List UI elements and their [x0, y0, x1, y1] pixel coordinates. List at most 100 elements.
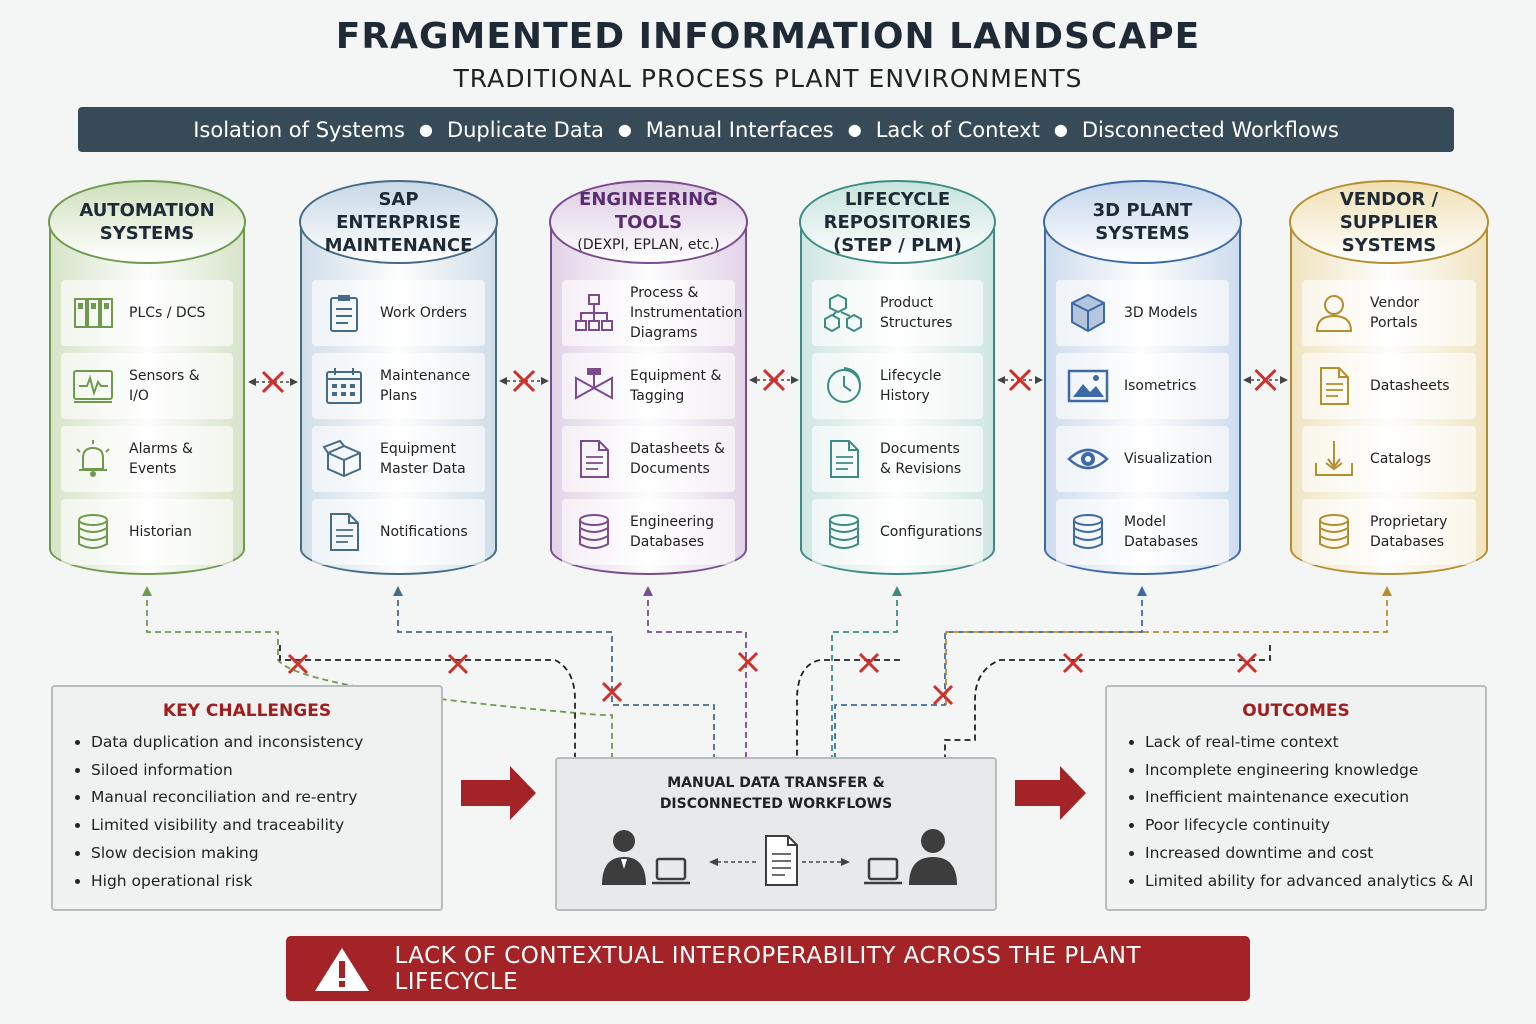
list-item: Inefficient maintenance execution	[1145, 784, 1485, 812]
plc-icon	[71, 291, 115, 335]
silo-item: 3D Models	[1056, 280, 1229, 346]
list-item: Limited ability for advanced analytics &…	[1145, 868, 1485, 896]
key-challenges-panel: KEY CHALLENGES Data duplication and inco…	[51, 685, 443, 911]
silo-title-line: ENTERPRISE	[336, 211, 461, 233]
alarm-bell-icon	[71, 437, 115, 481]
broken-link-cross-icon	[261, 370, 285, 394]
page-subtitle: TRADITIONAL PROCESS PLANT ENVIRONMENTS	[453, 64, 1083, 93]
database-icon	[71, 510, 115, 554]
arrowhead-icon	[248, 378, 256, 386]
bullet-dot: ●	[1053, 120, 1068, 139]
clipboard-icon	[322, 291, 366, 335]
user-icon	[1312, 291, 1356, 335]
key-challenges-title: KEY CHALLENGES	[162, 701, 332, 721]
manual-transfer-box: MANUAL DATA TRANSFER & DISCONNECTED WORK…	[555, 757, 997, 911]
silo-item-label: Configurations	[880, 524, 983, 540]
silo-title-line: LIFECYCLE	[844, 188, 951, 210]
download-tray-icon	[1312, 437, 1356, 481]
person-icon	[602, 830, 646, 885]
silo-item-label: Isometrics	[1124, 378, 1197, 394]
list-item: Siloed information	[91, 757, 441, 785]
silo-item-label: Product Structures	[880, 295, 953, 331]
manual-transfer-illustration	[602, 829, 957, 886]
key-challenges-list: Data duplication and inconsistency Siloe…	[53, 729, 441, 895]
silo-title-line: MAINTENANCE	[324, 234, 473, 256]
document-icon	[765, 835, 798, 886]
image-icon	[1066, 364, 1110, 408]
outcomes-title: OUTCOMES	[1242, 701, 1350, 721]
laptop-icon	[652, 857, 690, 885]
silo-title-line: ENGINEERING	[579, 188, 718, 210]
list-item: Increased downtime and cost	[1145, 840, 1485, 868]
silo-item: Vendor Portals	[1302, 280, 1476, 346]
arrowhead-icon	[997, 376, 1005, 384]
clock-icon	[822, 364, 866, 408]
silo-item: Catalogs	[1302, 426, 1476, 492]
arrowhead-icon	[393, 586, 403, 596]
broken-link-cross-icon	[858, 652, 880, 674]
silo-item-label: Proprietary Databases	[1370, 514, 1448, 550]
database-icon	[572, 510, 616, 554]
silo-item-label: Sensors & I/O	[129, 368, 200, 404]
conclusion-banner: LACK OF CONTEXTUAL INTEROPERABILITY ACRO…	[286, 936, 1250, 1001]
arrowhead-icon	[643, 586, 653, 596]
broken-link-cross-icon	[762, 368, 786, 392]
arrowhead-icon	[1137, 586, 1147, 596]
silo-title-line: VENDOR /	[1339, 188, 1439, 210]
manual-transfer-title-2: DISCONNECTED WORKFLOWS	[659, 796, 893, 812]
silo-item-label: PLCs / DCS	[129, 305, 206, 321]
document-icon	[1312, 364, 1356, 408]
silo-item-label: Catalogs	[1370, 451, 1432, 467]
eye-icon	[1066, 437, 1110, 481]
banner-item: Disconnected Workflows	[1081, 117, 1339, 142]
broken-link-cross-icon	[1008, 368, 1032, 392]
manual-transfer-title: MANUAL DATA TRANSFER &	[667, 775, 885, 791]
silo-title-line: SUPPLIER	[1339, 211, 1439, 233]
arrowhead-icon	[1243, 376, 1251, 384]
silo-item-label: Notifications	[380, 524, 468, 540]
arrowhead-icon	[1382, 586, 1392, 596]
broken-link-cross-icon	[932, 684, 954, 706]
broken-link-cross-icon	[601, 681, 623, 703]
silo-item: Configurations	[812, 499, 983, 565]
broken-link-cross-icon	[1062, 652, 1084, 674]
banner-item: Manual Interfaces	[645, 117, 834, 142]
broken-link-cross-icon	[1236, 652, 1258, 674]
silo-item-label: Datasheets & Documents	[630, 441, 725, 477]
silo-item: Engineering Databases	[562, 499, 735, 565]
silo-title-line: SYSTEMS	[1095, 223, 1190, 244]
silo-item-label: Process & Instrumentation Diagrams	[630, 285, 743, 341]
valve-icon	[572, 364, 616, 408]
broken-link-cross-icon	[447, 653, 469, 675]
dashed-flow-line	[945, 590, 1388, 705]
silo-item: Work Orders	[312, 280, 485, 346]
silo-item: Lifecycle History	[812, 353, 983, 419]
silo-title-line: SAP	[378, 188, 419, 210]
silo-item: Documents & Revisions	[812, 426, 983, 492]
dashed-flow-line	[831, 590, 898, 757]
silo-item-label: Visualization	[1124, 451, 1213, 467]
silo-item: Alarms & Events	[61, 426, 233, 492]
dashed-flow-line	[834, 590, 1143, 757]
silo-item-label: Engineering Databases	[630, 514, 714, 550]
arrowhead-icon	[290, 378, 298, 386]
silo-item: Product Structures	[812, 280, 983, 346]
list-item: High operational risk	[91, 868, 441, 896]
silo-item-label: Documents & Revisions	[880, 441, 962, 477]
database-icon	[1066, 510, 1110, 554]
list-item: Manual reconciliation and re-entry	[91, 784, 441, 812]
arrowhead-icon	[791, 376, 799, 384]
